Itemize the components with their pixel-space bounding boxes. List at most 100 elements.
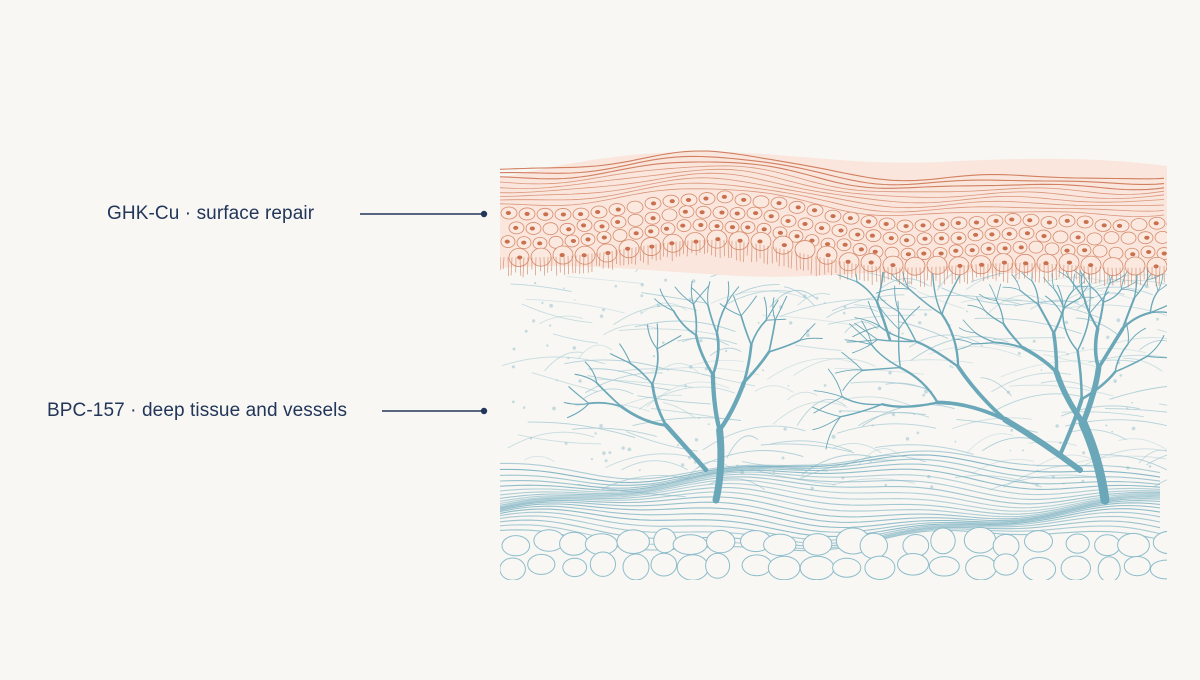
fat-cell <box>1095 535 1120 556</box>
fibroblast-dot <box>949 365 951 367</box>
fibroblast-dot <box>591 458 593 460</box>
fibroblast-dot <box>549 304 553 308</box>
fibroblast-dot <box>1010 429 1013 432</box>
cell <box>662 209 677 221</box>
fringe-strand <box>1079 266 1080 284</box>
cell-nucleus <box>1002 261 1007 265</box>
cell-nucleus <box>714 224 719 228</box>
fringe-strand <box>724 240 725 256</box>
cell-nucleus <box>989 232 994 236</box>
fibroblast-dot <box>788 385 790 387</box>
cell <box>1029 241 1043 253</box>
cell-nucleus <box>615 220 620 224</box>
cell <box>1045 243 1059 255</box>
cell-nucleus <box>1041 234 1046 238</box>
fibroblast-dot <box>530 437 532 439</box>
fibroblast-dot <box>1055 424 1059 428</box>
fibroblast-dot <box>913 413 915 415</box>
fat-cell <box>563 558 587 576</box>
fibroblast-dot <box>843 312 846 315</box>
fibroblast-dot <box>902 333 904 335</box>
cell <box>1167 218 1183 230</box>
cell-nucleus <box>785 219 790 223</box>
fat-cell <box>1124 557 1150 576</box>
cell-nucleus <box>1064 249 1069 253</box>
cell-nucleus <box>762 227 767 231</box>
fibroblast-dot <box>657 304 661 308</box>
cell-nucleus <box>859 247 864 251</box>
cell-nucleus <box>595 210 600 214</box>
fibroblast-dot <box>600 315 603 318</box>
fibroblast-dot <box>1059 442 1062 445</box>
cell-nucleus <box>819 226 824 230</box>
fat-cell <box>764 534 796 555</box>
cell-nucleus <box>889 236 894 240</box>
fibroblast-dot <box>762 369 764 371</box>
fibroblast-dot <box>534 282 536 284</box>
fibroblast-dot <box>924 313 927 316</box>
cell-nucleus <box>543 212 548 216</box>
fibroblast-dot <box>523 406 526 409</box>
cell-nucleus <box>956 221 961 225</box>
fat-cell <box>1061 556 1090 580</box>
cell <box>1053 231 1068 243</box>
fringe-strand <box>903 268 904 282</box>
cell-nucleus <box>1088 263 1093 267</box>
fat-cell <box>833 558 861 577</box>
cell-nucleus <box>719 211 724 215</box>
fat-cell <box>994 554 1018 575</box>
fat-cell <box>651 553 677 576</box>
fibroblast-dot <box>952 367 954 369</box>
fibroblast-dot <box>541 302 543 304</box>
fibroblast-dot <box>640 294 643 297</box>
fibroblast-dot <box>664 279 667 282</box>
cell-nucleus <box>1084 220 1089 224</box>
cell-nucleus <box>940 222 945 226</box>
cell-nucleus <box>848 216 853 220</box>
fibroblast-dot <box>878 387 882 391</box>
cell-nucleus <box>782 243 787 247</box>
cell-nucleus <box>904 238 909 242</box>
fat-cell <box>560 532 588 555</box>
cell-nucleus <box>994 219 999 223</box>
cell-nucleus <box>537 241 542 245</box>
fibroblast-dot <box>573 346 577 350</box>
cell-nucleus <box>776 201 781 205</box>
cell <box>628 214 643 226</box>
cell <box>753 196 769 208</box>
fibroblast-dot <box>608 451 611 454</box>
fat-cell <box>590 552 615 576</box>
cell-nucleus <box>812 208 817 212</box>
vessel-branch <box>1171 304 1186 305</box>
vessel-branch <box>1174 310 1190 314</box>
cell-nucleus <box>1154 221 1159 225</box>
cell-nucleus <box>735 211 740 215</box>
fibroblast-dot <box>839 410 842 413</box>
cell-nucleus <box>873 250 878 254</box>
fibroblast-dot <box>844 306 847 309</box>
surface-leader-dot <box>481 211 487 217</box>
fibroblast-dot <box>888 371 892 375</box>
fibroblast-dot <box>594 432 596 434</box>
fat-cell <box>1025 531 1053 552</box>
fibroblast-dot <box>758 322 760 324</box>
fat-cell <box>931 528 955 554</box>
fibroblast-dot <box>1010 450 1012 452</box>
fibroblast-dot <box>783 427 786 430</box>
cell-nucleus <box>651 201 656 205</box>
cell-nucleus <box>703 197 708 201</box>
fibroblast-dot <box>532 319 535 322</box>
fringe-strand <box>899 267 900 284</box>
cell-nucleus <box>921 252 926 256</box>
cell-nucleus <box>585 237 590 241</box>
fibroblast-dot <box>565 442 568 445</box>
cell-nucleus <box>664 227 669 231</box>
fat-cell <box>800 556 834 580</box>
cell-nucleus <box>903 224 908 228</box>
cell-nucleus <box>1065 219 1070 223</box>
fat-cell <box>706 553 730 578</box>
cell-nucleus <box>866 220 871 224</box>
fibroblast-dot <box>695 438 698 441</box>
fat-cell <box>964 527 995 553</box>
fibroblast-dot <box>640 311 642 313</box>
